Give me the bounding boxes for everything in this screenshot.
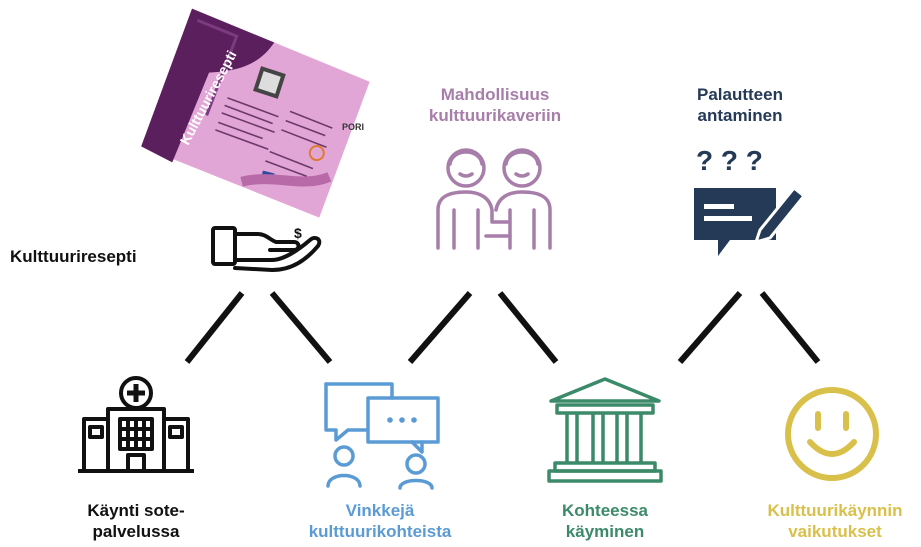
museum-icon xyxy=(547,377,663,483)
label-kohteessa-line2: käyminen xyxy=(565,522,645,541)
chat-people-icon xyxy=(324,382,440,490)
connector-kaveri-right xyxy=(497,291,559,364)
question-marks-icon: ? ? ? xyxy=(696,145,763,176)
label-kaynti-line2: palvelussa xyxy=(92,522,180,541)
label-kohteessa: Kohteessa käyminen xyxy=(520,500,690,542)
label-mahdollisuus-line1: Mahdollisuus xyxy=(440,85,550,104)
hand-icon: $ xyxy=(211,225,322,272)
label-kaynti: Käynti sote- palvelussa xyxy=(56,500,216,542)
label-kulttuuriresepti-text: Kulttuuriresepti xyxy=(10,247,137,266)
label-kohteessa-line1: Kohteessa xyxy=(562,501,648,520)
label-vinkkeja-line1: Vinkkejä xyxy=(345,501,415,520)
connector-palaute-right xyxy=(759,291,821,364)
label-palaute-line1: Palautteen xyxy=(697,85,783,104)
label-vinkkeja: Vinkkejä kulttuurikohteista xyxy=(290,500,470,542)
connector-kaveri-left xyxy=(407,291,473,364)
label-kulttuuriresepti: Kulttuuriresepti xyxy=(10,246,137,267)
connector-palaute-left xyxy=(677,291,743,364)
label-palaute-line2: antaminen xyxy=(697,106,783,125)
label-vaikutukset-line2: vaikutukset xyxy=(788,522,882,541)
label-kaynti-line1: Käynti sote- xyxy=(87,501,185,520)
hospital-icon xyxy=(78,376,194,473)
friends-icon xyxy=(436,148,552,250)
smiley-icon xyxy=(785,387,879,481)
connector-resepti-right xyxy=(269,291,333,364)
label-mahdollisuus-line2: kulttuurikaveriin xyxy=(428,106,562,125)
label-vaikutukset: Kulttuurikäynnin vaikutukset xyxy=(751,500,919,542)
feedback-icon: ? ? ? xyxy=(694,145,807,256)
label-vaikutukset-line1: Kulttuurikäynnin xyxy=(767,501,903,520)
connector-resepti-left xyxy=(184,291,245,364)
flyer-brand: PORI xyxy=(342,122,364,132)
label-mahdollisuus: Mahdollisuus kulttuurikaveriin xyxy=(395,84,595,126)
label-vinkkeja-line2: kulttuurikohteista xyxy=(308,522,452,541)
svg-text:$: $ xyxy=(294,225,302,241)
kulttuuriresepti-flyer-image: Kulttuuriresepti PORI xyxy=(141,8,370,218)
label-palaute: Palautteen antaminen xyxy=(660,84,820,126)
